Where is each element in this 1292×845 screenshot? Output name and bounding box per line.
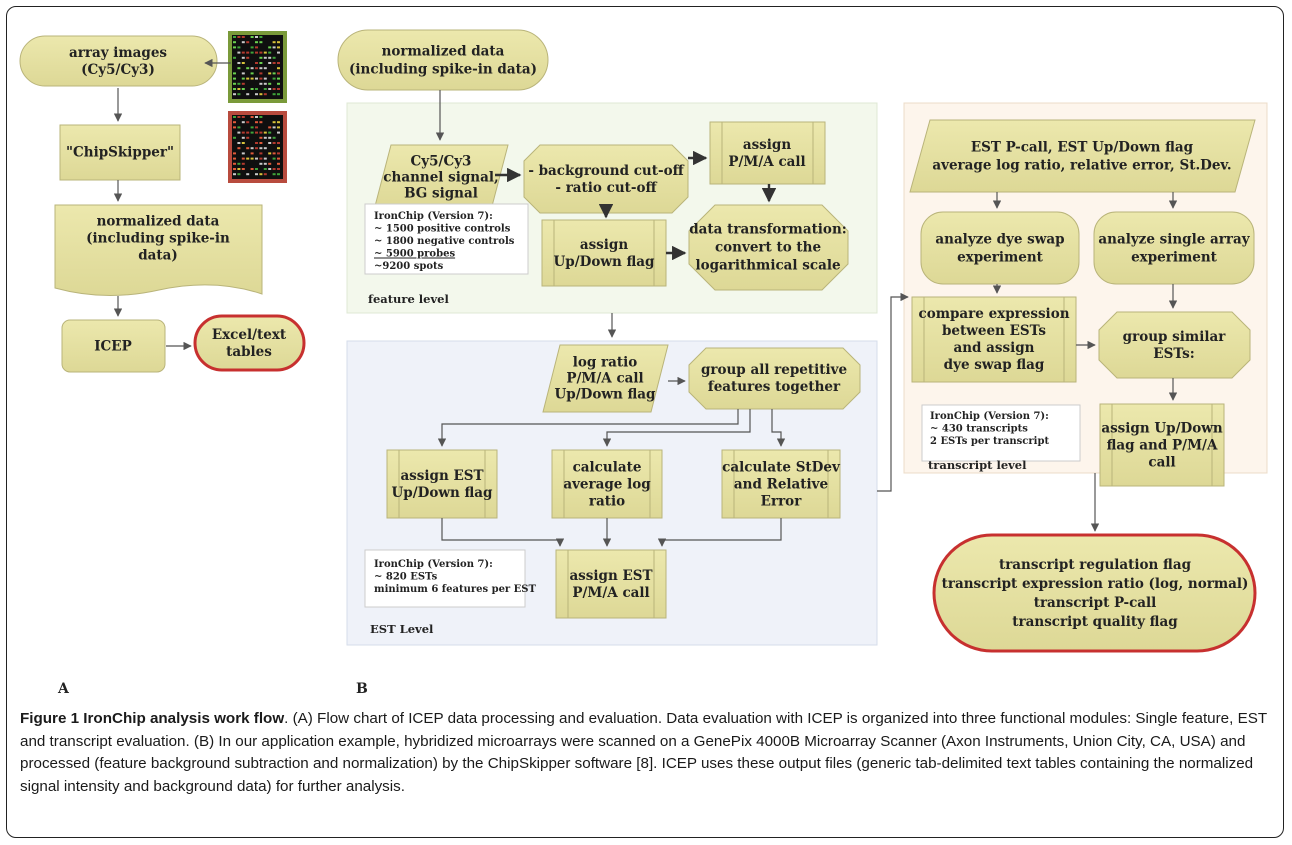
feature-note-box (364, 203, 529, 275)
log-ratio-input-node (542, 344, 669, 413)
normalized-data-document-node (54, 204, 263, 297)
group-similar-node (1098, 311, 1251, 379)
cutoff-decision-node (523, 144, 689, 214)
chipskipper-label: "ChipSkipper" (66, 145, 174, 161)
array-images-label: array images(Cy5/Cy3) (69, 45, 167, 78)
feature-level-label: feature level (368, 292, 449, 306)
figure-frame (6, 6, 1284, 838)
normalized-data-start-node (337, 29, 549, 91)
cutoff-label: - background cut-off- ratio cut-off (528, 163, 684, 196)
single-array-node (1093, 211, 1255, 285)
transcript-note-box (921, 404, 1081, 462)
chipskipper-node (59, 124, 181, 181)
est-input-node (909, 119, 1256, 193)
icep-label: ICEP (94, 339, 132, 355)
excel-tables-terminal (193, 314, 306, 372)
panel-b-label: B (356, 681, 368, 697)
array-images-node (19, 35, 218, 87)
normalized-top-label: normalized data(including spike-in data) (349, 44, 537, 78)
microarray-image-red (228, 111, 287, 183)
icep-node (61, 319, 166, 373)
compare-expression-node (911, 296, 1077, 383)
calculate-average-node (551, 449, 663, 519)
est-note-box (364, 549, 526, 608)
data-transformation-node (688, 204, 849, 291)
calculate-stdev-node (721, 449, 841, 519)
group-repetitive-node (688, 347, 861, 410)
final-output-terminal (932, 533, 1257, 653)
assign-transcript-node (1099, 403, 1225, 487)
microarray-image-green (228, 31, 287, 103)
feature-note-text: IronChip (Version 7):~ 1500 positive con… (374, 211, 515, 272)
assign-est-flag-node (386, 449, 498, 519)
est-level-label: EST Level (370, 622, 434, 636)
assign-est-pma-node (555, 549, 667, 619)
workflow-diagram: array images(Cy5/Cy3) "ChipSkipper" normal… (19, 29, 1268, 697)
pma-call-process-node (709, 121, 826, 185)
caption-title: Figure 1 IronChip analysis work flow (20, 710, 285, 727)
updown-flag-process-node (541, 219, 667, 287)
transcript-level-label: transcript level (928, 458, 1027, 472)
panel-a-label: A (57, 681, 70, 697)
figure-caption: Figure 1 IronChip analysis work flow. (A… (20, 708, 1275, 798)
caption-body: . (A) Flow chart of ICEP data processing… (20, 710, 1267, 795)
dye-swap-node (920, 211, 1080, 285)
